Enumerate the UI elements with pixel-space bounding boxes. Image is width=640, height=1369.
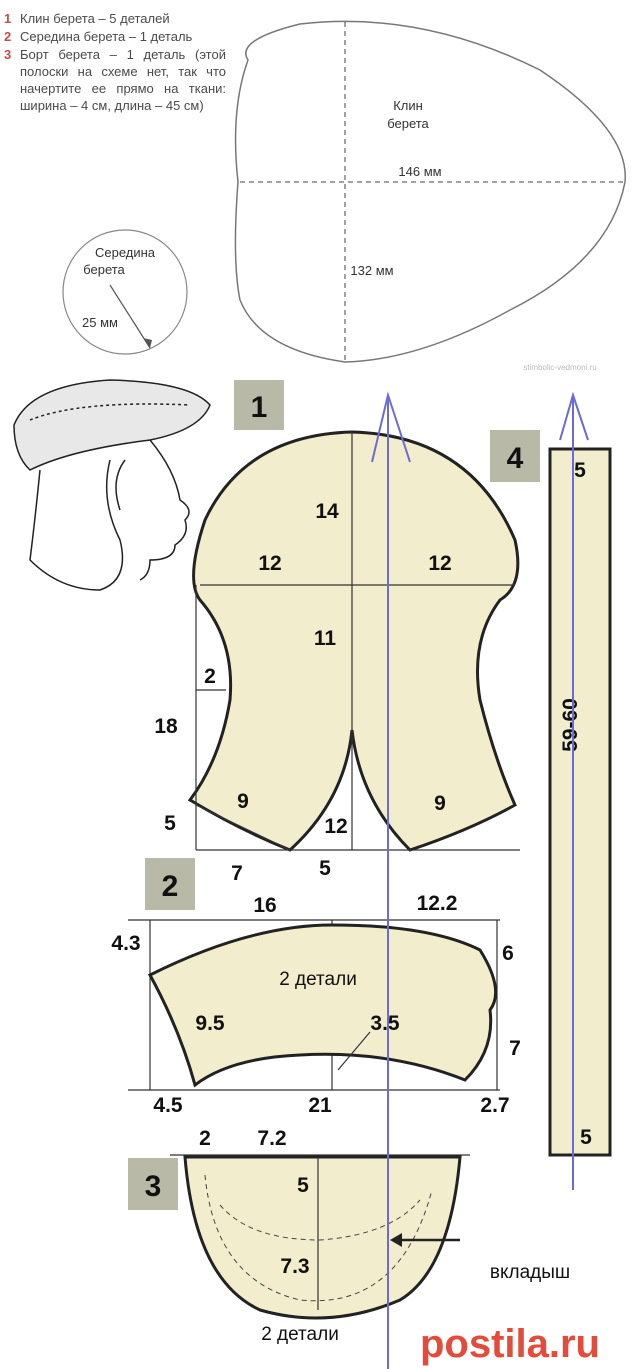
dim-2: 2 (204, 665, 216, 688)
piece-1-outline (187, 430, 520, 852)
center-circle (62, 229, 188, 355)
badge-4: 4 (490, 430, 540, 482)
dim-7-3: 7.3 (280, 1255, 309, 1278)
legend-text: Борт берета – 1 деталь (этой полоски на … (20, 47, 226, 113)
dim-7: 7 (509, 1037, 521, 1060)
piece-4: 5 59-60 5 (548, 447, 612, 1157)
piece-1-diag (195, 804, 291, 851)
dim-9-right: 9 (434, 792, 446, 815)
svg-text:postila.ru: postila.ru (420, 1322, 600, 1366)
dim-9-5: 9.5 (195, 1012, 225, 1035)
legend-item: 3 Борт берета – 1 деталь (этой полоски на… (4, 46, 226, 114)
arrowhead-icon (143, 338, 152, 348)
grain-lines (371, 391, 589, 1369)
dim-18: 18 (154, 715, 178, 738)
dim-length: 59-60 (559, 698, 582, 752)
wedge-height-dim: 132 мм (350, 263, 393, 278)
wedge-title-2: берета (387, 116, 429, 131)
svg-text:3: 3 (145, 1170, 162, 1203)
dim-7-2: 7.2 (257, 1127, 286, 1150)
dim-5-left: 5 (164, 812, 176, 835)
arrowhead-icon (390, 1233, 402, 1247)
legend-item: 1 Клин берета – 5 деталей (4, 10, 226, 27)
insert-label: вкладыш (490, 1262, 570, 1283)
legend: 1 Клин берета – 5 деталей 2 Середина берет… (4, 10, 226, 115)
circle-title-2: берета (83, 262, 125, 277)
dim-9-left: 9 (237, 790, 249, 813)
wedge-width-dim: 146 мм (398, 164, 441, 179)
dim-12-bottom: 12 (324, 815, 347, 838)
piece-4-strip (548, 447, 612, 1157)
piece-3-outline (183, 1155, 462, 1320)
grain-arrow-icon (371, 391, 411, 463)
badge-2: 2 (145, 858, 195, 910)
piece-1: 14 12 12 11 2 18 9 9 5 12 7 5 (154, 430, 520, 885)
circle-dim: 25 мм (82, 315, 118, 330)
dim-16: 16 (253, 894, 276, 917)
dim-5-bottom: 5 (580, 1126, 592, 1149)
dim-2: 2 (199, 1127, 211, 1150)
dim-14: 14 (315, 500, 339, 523)
wedge-title-1: Клин (393, 98, 423, 113)
dim-12-right: 12 (428, 552, 451, 575)
piece-3: 2 7.2 5 7.3 вкладыш 2 детали (170, 1127, 570, 1345)
piece-3-label: 2 детали (261, 1324, 339, 1345)
badge-1: 1 (234, 380, 284, 430)
legend-text: Клин берета – 5 деталей (20, 11, 170, 26)
circle-title-1: Середина (95, 245, 156, 260)
dim-4-3: 4.3 (111, 932, 140, 955)
dim-11: 11 (314, 627, 337, 650)
badge-3: 3 (128, 1158, 178, 1210)
top-overview: Середина берета 25 мм Клин берета 146 мм… (62, 20, 626, 372)
watermark: stimbolic-vedmoni.ru (523, 363, 596, 372)
grain-arrow-icon (559, 391, 589, 441)
legend-text: Середина берета – 1 деталь (20, 29, 193, 44)
dim-5-bottom: 5 (319, 857, 331, 880)
dim-7: 7 (231, 862, 243, 885)
piece-2: 16 12.2 4.3 6 2 детали 9.5 3.5 7 4.5 21 … (111, 892, 520, 1117)
legend-num: 3 (4, 47, 12, 62)
radius-arrow (109, 284, 151, 349)
wedge-outline (234, 20, 626, 363)
dim-21: 21 (308, 1094, 332, 1117)
legend-num: 2 (4, 29, 12, 44)
svg-text:1: 1 (251, 391, 268, 424)
dim-6: 6 (502, 942, 514, 965)
dim-4-5: 4.5 (153, 1094, 183, 1117)
dim-2-7: 2.7 (480, 1094, 509, 1117)
site-logo: postila.ru (420, 1322, 600, 1366)
dim-12-left: 12 (258, 552, 281, 575)
svg-text:4: 4 (507, 442, 524, 475)
dim-3-5: 3.5 (370, 1012, 400, 1035)
dim-5-top: 5 (574, 459, 586, 482)
dim-12-2: 12.2 (417, 892, 458, 915)
girl-illustration (13, 379, 211, 591)
legend-item: 2 Середина берета – 1 деталь (4, 28, 226, 45)
svg-text:2: 2 (162, 870, 179, 903)
piece-2-outline (147, 923, 498, 1088)
piece-2-label: 2 детали (279, 969, 357, 990)
dim-5: 5 (297, 1174, 309, 1197)
legend-num: 1 (4, 11, 12, 26)
